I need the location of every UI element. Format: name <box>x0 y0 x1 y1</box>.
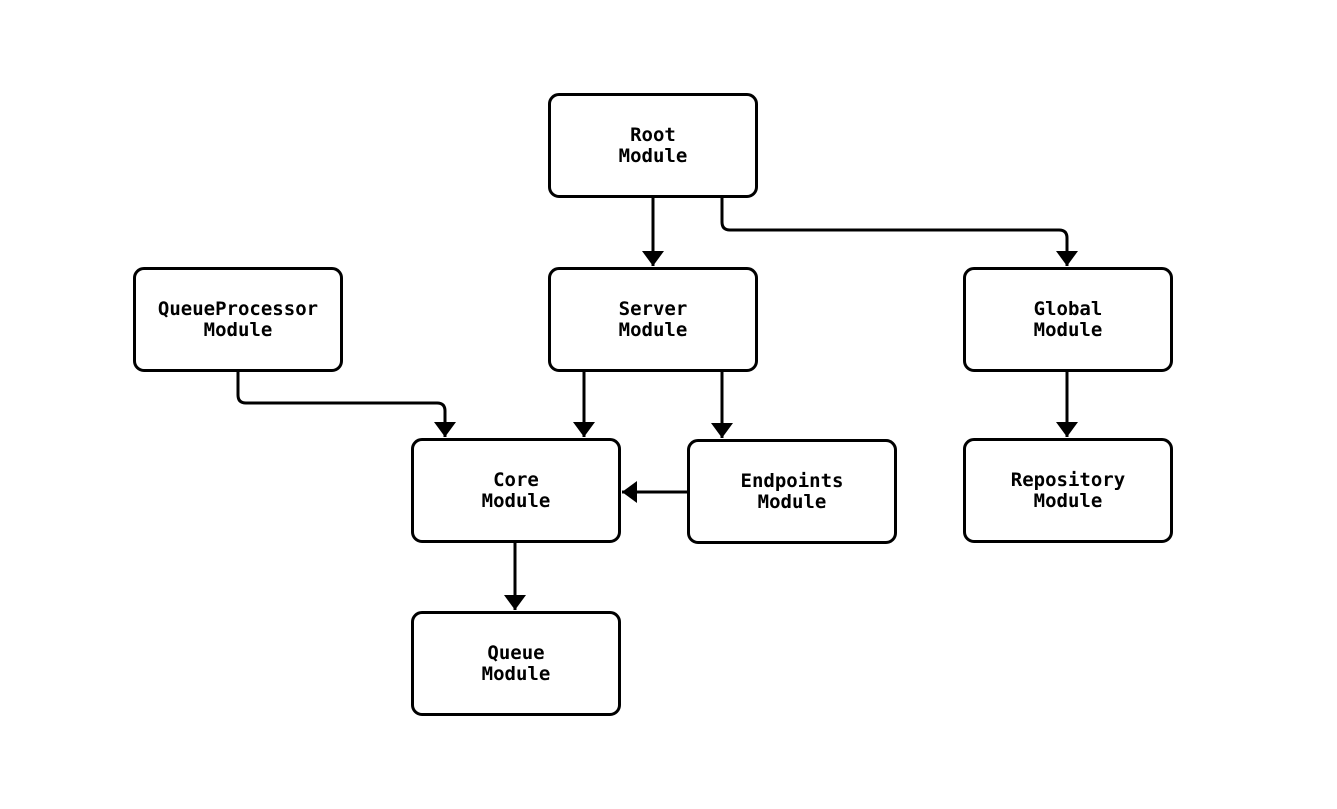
node-label: QueueProcessor Module <box>157 297 319 341</box>
edge-queueprocessor-to-core <box>236 372 456 437</box>
node-label: Queue Module <box>481 641 551 685</box>
node-core-module: Core Module <box>411 438 621 543</box>
node-queue-module: Queue Module <box>411 611 621 716</box>
node-endpoints-module: Endpoints Module <box>687 439 897 544</box>
node-label: Server Module <box>618 297 688 341</box>
node-label: Core Module <box>481 468 551 512</box>
node-label: Root Module <box>618 123 688 167</box>
node-server-module: Server Module <box>548 267 758 372</box>
node-global-module: Global Module <box>963 267 1173 372</box>
node-label: Repository Module <box>1010 468 1126 512</box>
node-queueprocessor-module: QueueProcessor Module <box>133 267 343 372</box>
node-root-module: Root Module <box>548 93 758 198</box>
edge-root-to-global <box>720 198 1078 266</box>
node-repository-module: Repository Module <box>963 438 1173 543</box>
node-label: Global Module <box>1033 297 1103 341</box>
node-label: Endpoints Module <box>740 469 844 513</box>
